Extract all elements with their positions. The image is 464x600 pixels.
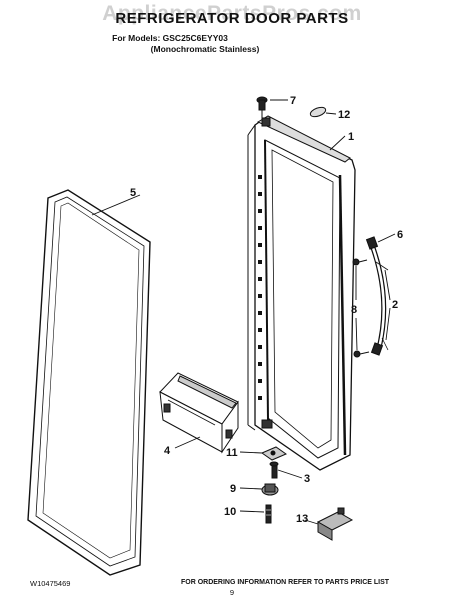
callout-2: 2: [392, 299, 398, 311]
door-assembly: [247, 115, 356, 471]
callout-10: 10: [224, 506, 236, 518]
watermark-text: AppliancePartsPros.com: [102, 2, 362, 25]
plug-button: [309, 106, 327, 118]
door-gasket: [27, 189, 151, 576]
callout-6: 6: [397, 229, 403, 241]
hinge-cam: [261, 483, 279, 496]
callout-9: 9: [230, 483, 236, 495]
handle-screws: [352, 258, 370, 358]
leader-lines: [91, 99, 396, 525]
callout-13: 13: [296, 513, 308, 525]
document-number: W10475469: [30, 579, 71, 588]
hinge-bracket: [260, 446, 288, 461]
hinge-pin: [269, 461, 279, 479]
door-handle: [365, 236, 389, 356]
hinge-screw: [265, 504, 272, 524]
callout-11: 11: [226, 447, 238, 459]
callout-1: 1: [348, 131, 354, 143]
ordering-note: FOR ORDERING INFORMATION REFER TO PARTS …: [180, 579, 390, 586]
top-screw: [256, 96, 268, 118]
page-title: REFRIGERATOR DOOR PARTS: [115, 10, 349, 27]
callout-12: 12: [338, 109, 350, 121]
variant-line: (Monochromatic Stainless): [150, 44, 260, 54]
bottom-hinge: [316, 507, 354, 541]
callout-5: 5: [130, 187, 136, 199]
callout-4: 4: [164, 445, 171, 457]
models-line: For Models: GSC25C6EYY03: [112, 33, 228, 43]
shelf-dimples: [258, 175, 262, 400]
callout-3: 3: [304, 473, 310, 485]
page-number: 9: [229, 588, 235, 597]
callout-7: 7: [290, 95, 296, 107]
door-bin: [159, 372, 239, 454]
callout-8: 8: [351, 304, 357, 316]
